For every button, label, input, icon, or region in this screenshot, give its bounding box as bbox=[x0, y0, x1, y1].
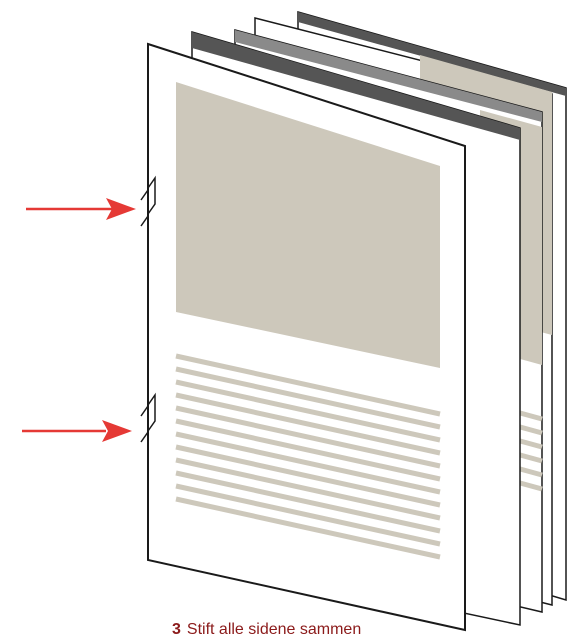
text-line bbox=[175, 444, 441, 508]
back-page-one-edge bbox=[192, 32, 520, 140]
front-page-image-block bbox=[176, 82, 440, 368]
front-page bbox=[147, 42, 466, 632]
text-line bbox=[175, 353, 441, 417]
step-caption: 3 Stift alle sidene sammen bbox=[172, 620, 361, 640]
back-page-dark-edge bbox=[298, 12, 566, 96]
text-line bbox=[175, 483, 441, 547]
text-line bbox=[175, 470, 441, 534]
right-arrow-icon bbox=[26, 198, 136, 220]
text-line bbox=[175, 379, 441, 443]
back-page-two-edge bbox=[235, 30, 542, 122]
staple-top-icon bbox=[140, 175, 156, 227]
text-line bbox=[175, 405, 441, 469]
text-line bbox=[175, 457, 441, 521]
front-page-text-lines bbox=[175, 353, 441, 560]
text-line bbox=[175, 366, 441, 430]
text-line bbox=[175, 431, 441, 495]
staple-bottom-icon bbox=[140, 392, 156, 443]
text-line bbox=[175, 496, 441, 560]
text-line bbox=[175, 418, 441, 482]
right-arrow-icon bbox=[22, 420, 132, 442]
step-caption-text: Stift alle sidene sammen bbox=[186, 621, 362, 638]
text-line bbox=[175, 392, 441, 456]
step-number: 3 bbox=[172, 621, 181, 638]
